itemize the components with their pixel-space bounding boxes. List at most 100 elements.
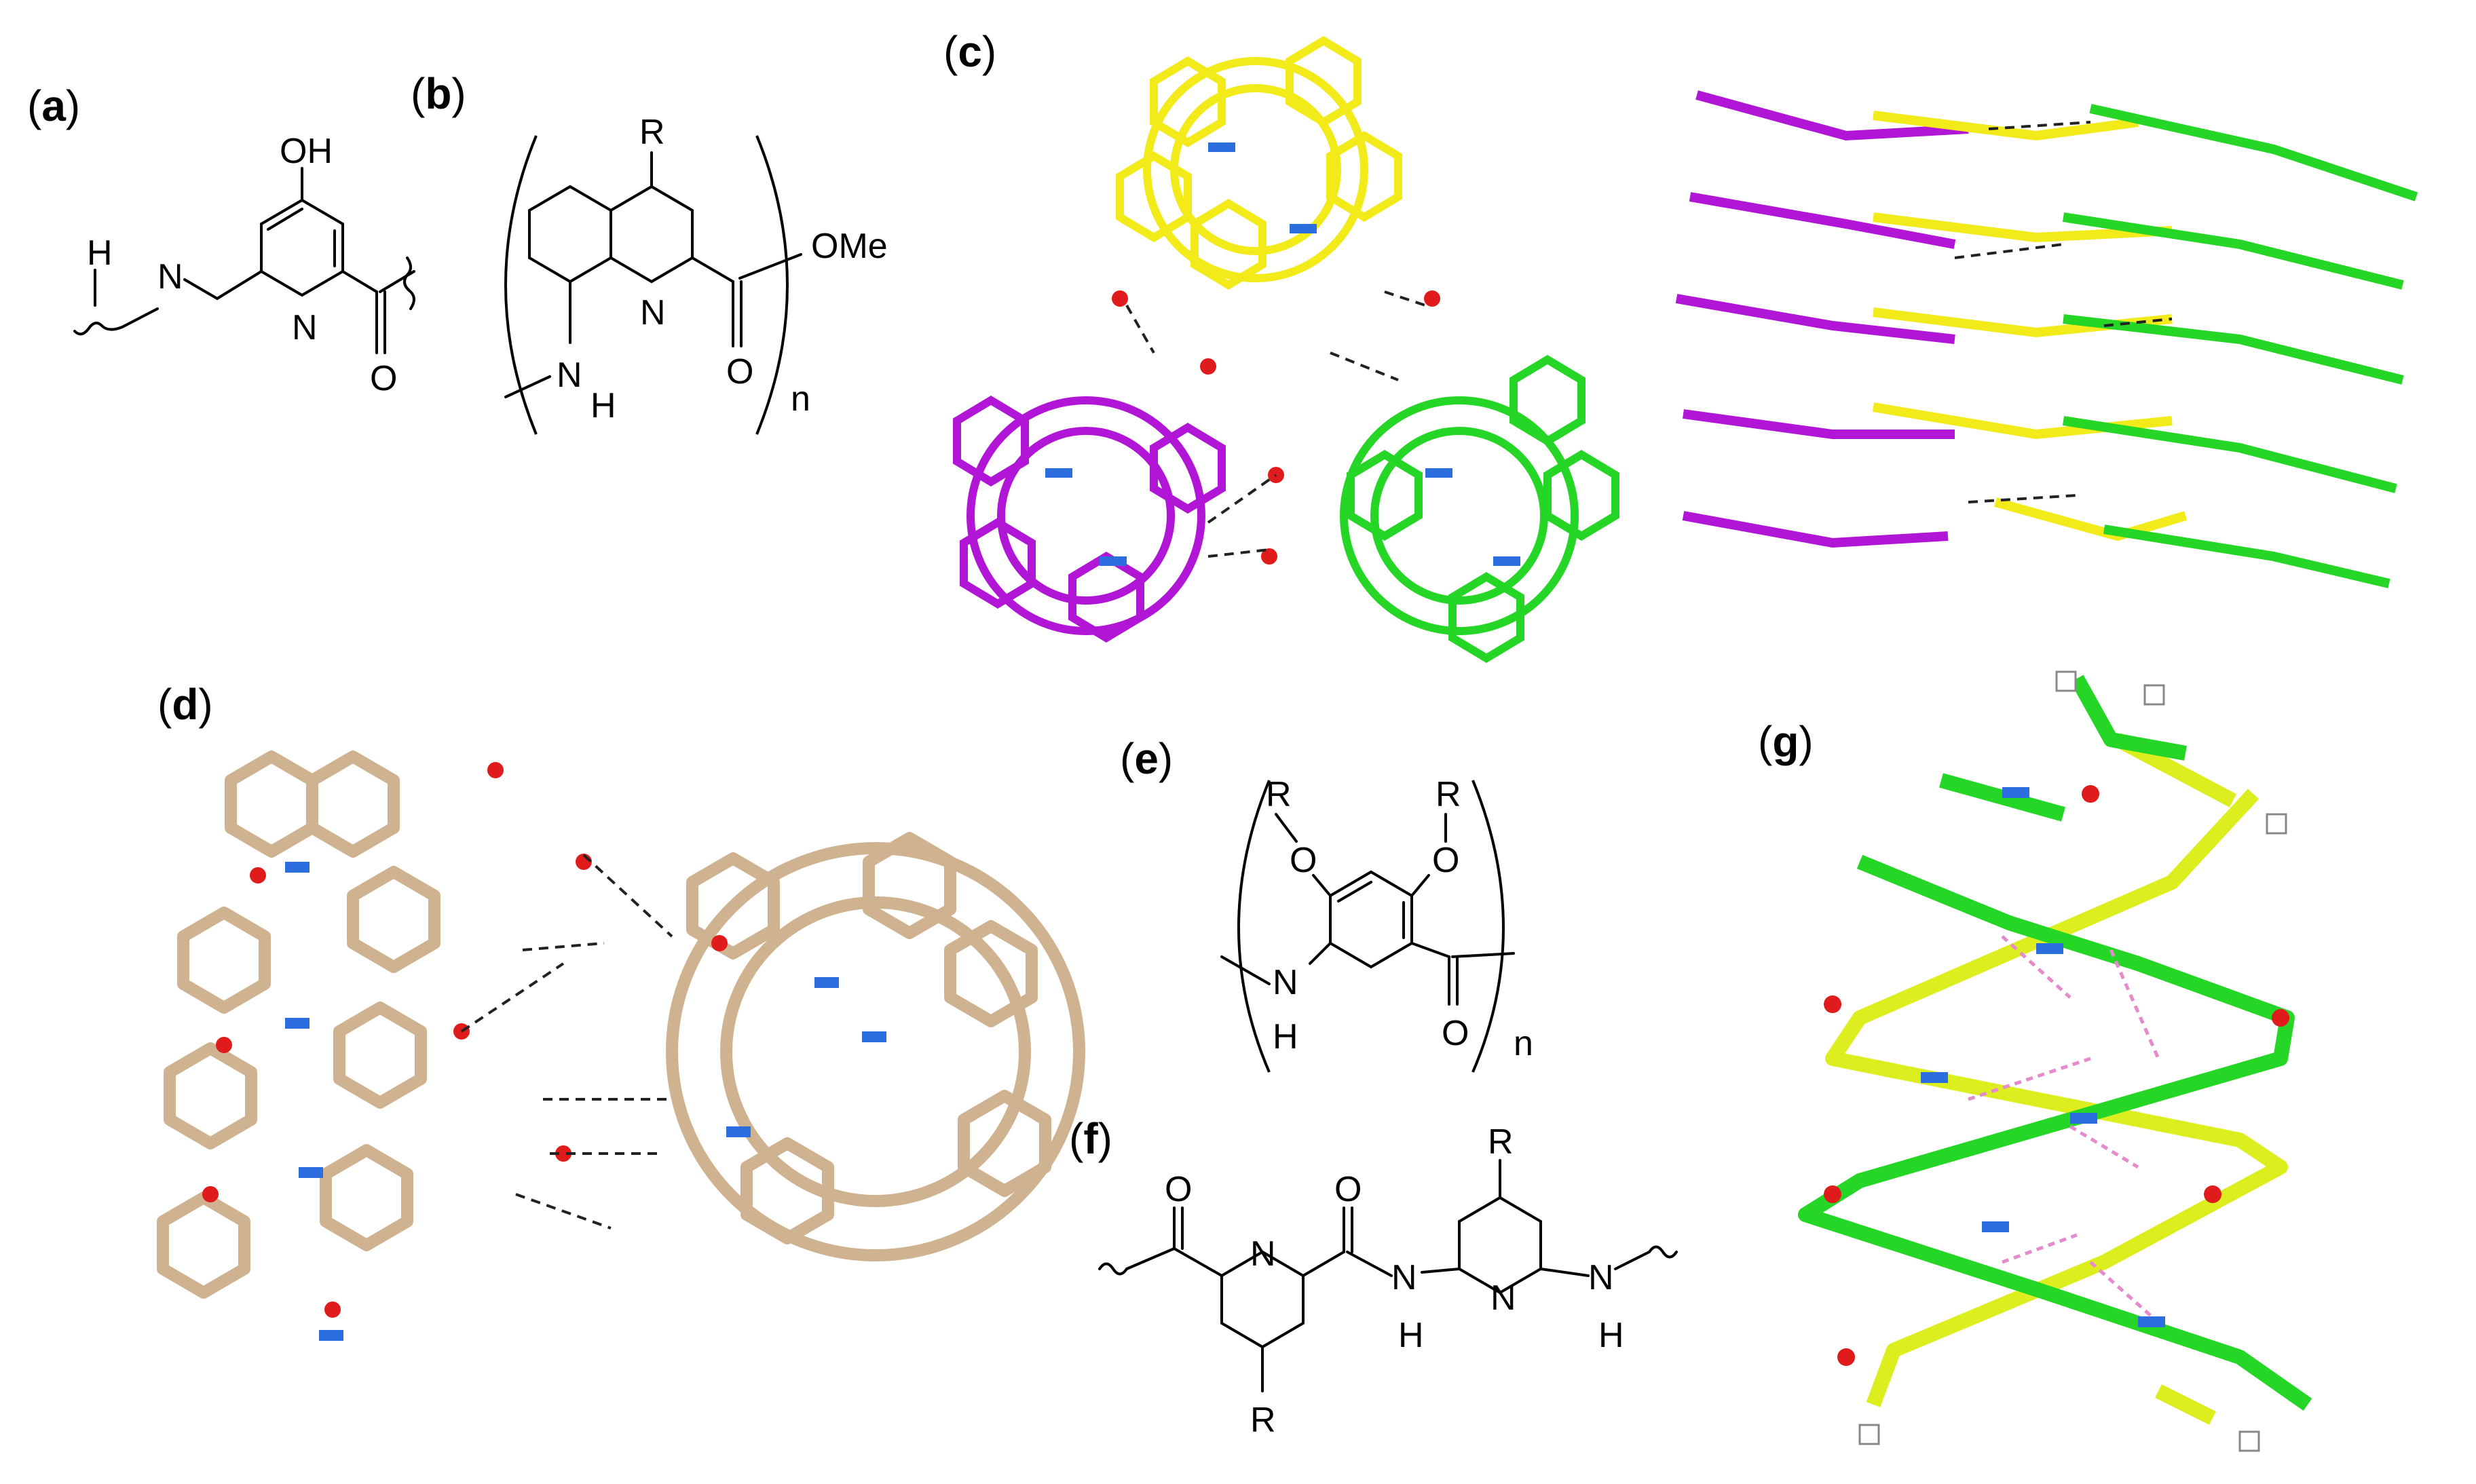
left-paren: [1237, 780, 1271, 1073]
panel-g: (g): [1758, 670, 2312, 1452]
amide-n-1: N: [1391, 1258, 1417, 1297]
nitrogen-atoms: [1045, 142, 1520, 566]
d-hydrogen-bonds: [460, 854, 673, 1230]
amide-n: N: [1273, 963, 1298, 1002]
panel-e-label: (e): [1120, 734, 1173, 783]
r-bond: [1275, 813, 1298, 843]
g-hydrogen-atoms: [1858, 670, 2287, 1452]
o-bond: [1312, 874, 1332, 897]
amine-n: N: [157, 257, 183, 297]
panel-g-label: (g): [1758, 717, 1814, 766]
amine-h: H: [87, 233, 113, 273]
polymer-bond: [504, 375, 551, 398]
ome-group: OMe: [811, 227, 888, 266]
yellow-helix: [1116, 36, 1402, 290]
hydrogen-bonds: [1125, 290, 1426, 558]
g-nitrogen-atoms: [1921, 787, 2165, 1327]
panel-a-structure: OH N H N O: [73, 132, 415, 398]
panel-c-label: (c): [943, 27, 996, 76]
panel-b-structure: R N N H O OMe n: [504, 113, 888, 425]
nh-bond: [183, 278, 219, 300]
panel-d-label: (d): [157, 680, 213, 729]
ether-o-2: O: [1432, 841, 1459, 880]
panel-f: (f) O N R O N H N R N H: [1069, 1114, 1678, 1440]
panel-c: (c): [943, 27, 2418, 663]
wavy-bond: [1614, 1245, 1678, 1270]
panel-b: (b) R N N H O OMe n: [411, 69, 888, 435]
g-oxygen-atoms: [1824, 785, 2289, 1366]
d-nitrogen-atoms: [285, 862, 886, 1341]
wavy-bond: [403, 256, 415, 310]
r-group-2: R: [1488, 1122, 1514, 1162]
carbonyl-bond: [1302, 1251, 1345, 1277]
ring-bond: [1173, 1247, 1223, 1277]
r-group-1: R: [1266, 775, 1292, 814]
panel-d: (d): [157, 680, 1085, 1341]
triple-helix-top-view: [953, 36, 1619, 663]
panel-g-letter: g: [1772, 717, 1799, 766]
amine-bond: [1539, 1268, 1590, 1277]
pyridine-ring: [260, 198, 344, 297]
ether-o-1: O: [1290, 841, 1317, 880]
polymer-bond: [1451, 952, 1515, 958]
pyridine-ring: [609, 185, 694, 284]
wavy-bond: [73, 307, 159, 336]
purple-strands: [1675, 90, 1969, 548]
amine-h: H: [590, 386, 616, 425]
tan-duplex: [157, 750, 1085, 1299]
side-hbonds: [1954, 121, 2173, 503]
oxygen-atoms: [1112, 290, 1440, 565]
panel-f-letter: f: [1083, 1114, 1098, 1163]
panel-e-letter: e: [1134, 734, 1159, 783]
carbonyl-o-2: O: [1334, 1170, 1362, 1209]
ring-double-bond: [1337, 881, 1372, 902]
panel-a: (a) OH N H N O: [27, 81, 415, 398]
panel-b-letter: b: [425, 69, 451, 118]
panel-b-label: (b): [411, 69, 466, 118]
repeat-subscript: n: [791, 379, 810, 419]
repeat-subscript: n: [1514, 1024, 1533, 1063]
carbonyl-o: O: [370, 359, 397, 398]
ring-n-2: N: [1490, 1278, 1516, 1318]
carbonyl-bond: [1410, 942, 1450, 958]
carbonyl-o: O: [1442, 1014, 1469, 1053]
panel-c-letter: c: [958, 27, 982, 76]
ch2-bond: [216, 270, 263, 300]
ring-n: N: [292, 308, 318, 347]
r-group-1: R: [1250, 1401, 1276, 1440]
amide-bond: [1346, 1251, 1393, 1277]
panel-a-label: (a): [27, 81, 80, 130]
right-paren: [1471, 780, 1505, 1073]
n-bond: [1309, 942, 1332, 965]
ring-n: N: [640, 293, 666, 332]
purple-helix: [953, 396, 1226, 643]
benzene-ring: [1329, 870, 1413, 969]
carbonyl-o-1: O: [1165, 1170, 1192, 1209]
ome-bond: [738, 253, 802, 280]
ester-bond: [691, 256, 734, 283]
ring-bond: [1421, 1268, 1461, 1274]
wavy-bond: [1098, 1262, 1128, 1276]
green-strands: [2062, 104, 2418, 588]
amine-n-2: N: [1588, 1258, 1614, 1297]
amine-n: N: [557, 356, 582, 395]
ring-n-1: N: [1250, 1234, 1276, 1274]
amine-h-2: H: [1598, 1316, 1624, 1355]
amide-h: H: [1273, 1017, 1298, 1057]
carbonyl-bond: [341, 270, 378, 293]
ring-double-bond: [267, 208, 303, 231]
right-paren: [755, 135, 789, 435]
left-paren: [504, 135, 538, 435]
benzo-ring: [528, 185, 612, 284]
triple-helix-side-view: [1675, 90, 2418, 588]
panel-e-structure: O R O R N H O n: [1220, 775, 1533, 1063]
green-helix: [1340, 355, 1619, 663]
r-group-2: R: [1436, 775, 1461, 814]
g-hydrogen-bonds: [1968, 935, 2160, 1318]
polymer-bond: [1220, 955, 1271, 985]
panel-e: (e) O R O R N H O n: [1120, 734, 1533, 1073]
panel-f-structure: O N R O N H N R N H: [1098, 1122, 1678, 1440]
panel-a-letter: a: [41, 81, 66, 130]
carbonyl-o: O: [726, 352, 753, 392]
